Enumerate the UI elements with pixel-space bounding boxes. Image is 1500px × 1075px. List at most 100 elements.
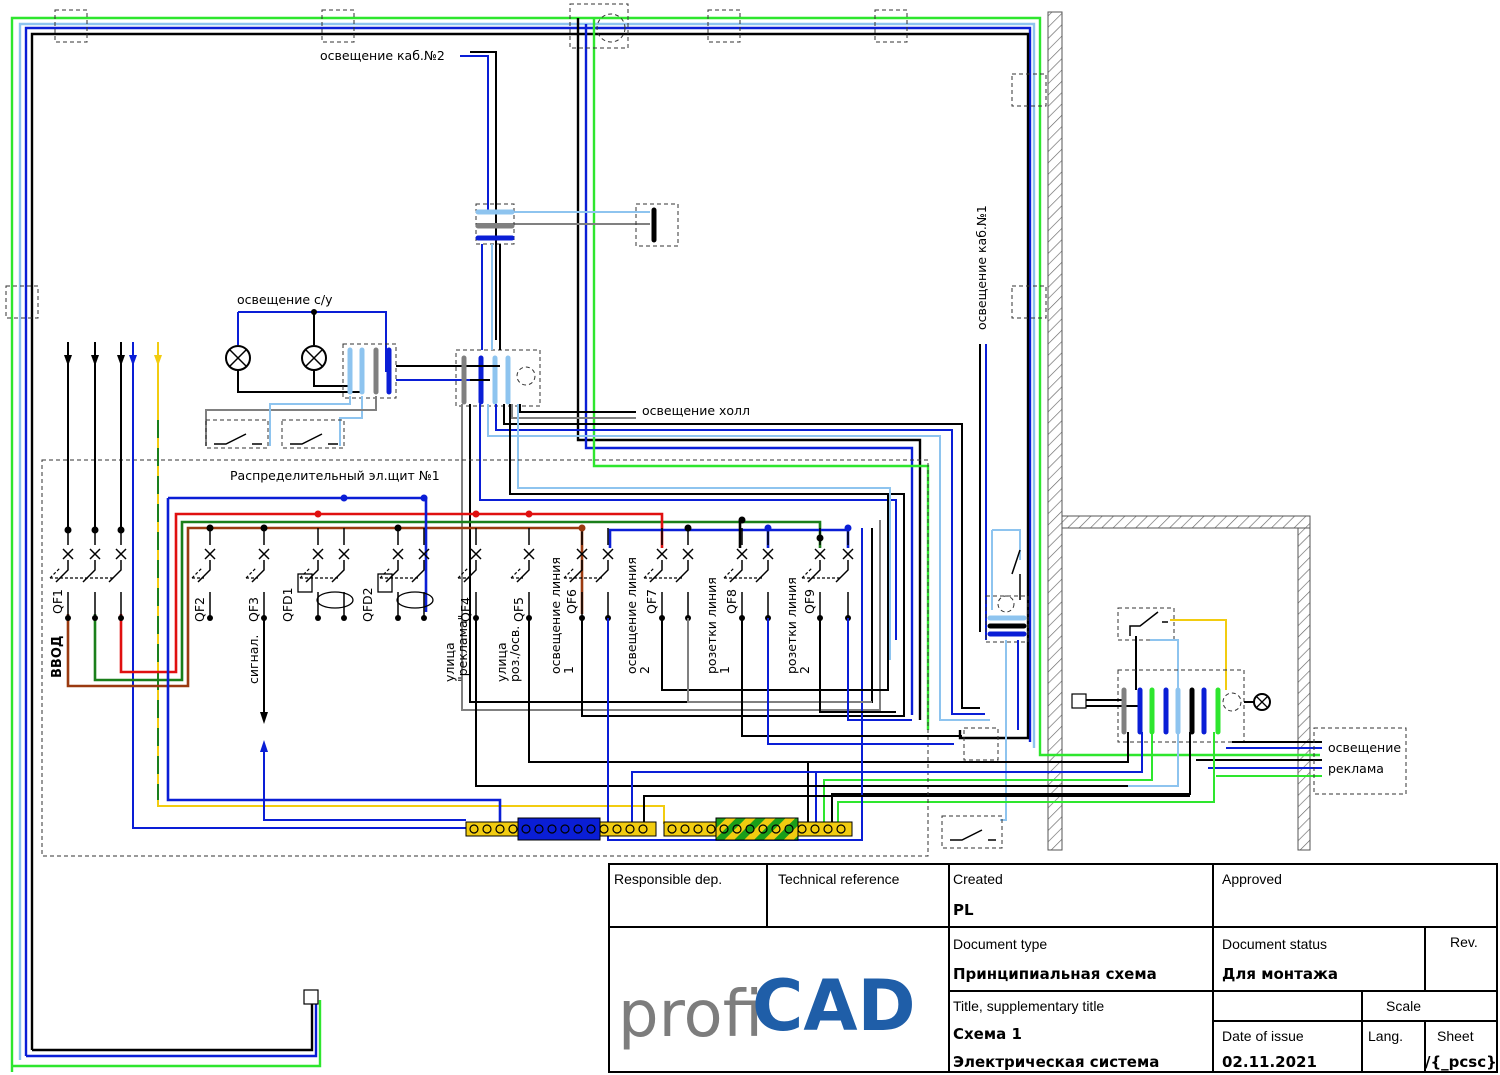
- breaker-desc2-qf6: 1: [561, 666, 576, 674]
- breaker-qf8: [723, 528, 774, 621]
- breaker-desc2-qf9: 2: [797, 666, 812, 674]
- building-walls: [1047, 11, 1311, 851]
- breaker-id-qf6: QF6: [564, 589, 579, 614]
- title-caption: Title, supplementary title: [953, 998, 1104, 1014]
- title-value-2: Электрическая система: [953, 1053, 1159, 1071]
- terminal-screw: [521, 824, 531, 834]
- sheet-value: /{_pcsc}: [1425, 1053, 1497, 1071]
- hall-junction: [455, 244, 990, 721]
- terminal-screw: [797, 824, 807, 834]
- rev-caption: Rev.: [1450, 934, 1478, 950]
- terminal-screw: [573, 824, 583, 834]
- diagram-labels: освещение каб.№2 освещение с/у освещение…: [50, 48, 1401, 776]
- terminal-screw: [680, 824, 690, 834]
- terminal-screw: [625, 824, 635, 834]
- breaker-id-qf7: QF7: [644, 589, 659, 614]
- terminal-screw: [560, 824, 570, 834]
- terminal-screw: [706, 824, 716, 834]
- breaker-desc2-qf8: 1: [717, 666, 732, 674]
- breaker-desc-qf8: розетки линия: [704, 577, 719, 674]
- label-lighting-cab1: освещение каб.№1: [974, 205, 989, 330]
- breaker-id-qf5: QF5: [511, 597, 526, 622]
- breaker-desc2-qf4: "реклама": [455, 615, 470, 682]
- terminal-screw: [784, 824, 794, 834]
- document-status-caption: Document status: [1222, 936, 1327, 952]
- terminal-screw: [758, 824, 768, 834]
- breaker-id-qf9: QF9: [802, 589, 817, 614]
- terminal-screw: [495, 824, 505, 834]
- terminal-screw: [612, 824, 622, 834]
- terminal-screw: [638, 824, 648, 834]
- breaker-id-qf1: QF1: [50, 589, 65, 614]
- terminal-screw: [771, 824, 781, 834]
- breaker-id-qf3: QF3: [246, 597, 261, 622]
- breaker-desc-qf5: улица: [494, 642, 509, 682]
- document-type-value: Принципиальная схема: [953, 965, 1157, 983]
- scale-caption: Scale: [1386, 998, 1421, 1014]
- label-lighting-cab2: освещение каб.№2: [320, 48, 445, 63]
- terminal-screw: [534, 824, 544, 834]
- document-type-caption: Document type: [953, 936, 1047, 952]
- right-room-wiring: [807, 607, 1407, 826]
- terminal-screw: [719, 824, 729, 834]
- breaker-qf9: [801, 528, 854, 621]
- breaker-qfd1: [297, 528, 354, 621]
- terminal-screw: [482, 824, 492, 834]
- title-value-1: Схема 1: [953, 1025, 1022, 1043]
- label-lighting-right: освещение: [1328, 740, 1401, 755]
- bus-junction-dots: [64, 494, 852, 542]
- breaker-stack: [49, 528, 854, 621]
- label-lighting-hall: освещение холл: [642, 403, 750, 418]
- date-value: 02.11.2021: [1222, 1053, 1317, 1071]
- breaker-desc-qf6: освещение линия: [548, 557, 563, 674]
- breaker-desc2-qf5: роз./осв.: [507, 626, 522, 682]
- breaker-desc-qf7: освещение линия: [624, 557, 639, 674]
- created-caption: Created: [953, 871, 1003, 887]
- label-vvod: ВВОД: [50, 636, 65, 678]
- terminal-screw: [823, 824, 833, 834]
- terminal-screw: [732, 824, 742, 834]
- terminal-screw: [508, 824, 518, 834]
- distribution-panel: [41, 459, 929, 857]
- title-block: Responsible dep. Technical reference Cre…: [608, 863, 1498, 1073]
- terminal-screw: [599, 824, 609, 834]
- logo-cad: CAD: [752, 965, 916, 1047]
- terminal-blocks: [465, 817, 853, 841]
- breaker-qfd2: [377, 528, 434, 621]
- breaker-id-qfd2: QFD2: [360, 587, 375, 622]
- document-status-value: Для монтажа: [1222, 965, 1338, 983]
- date-caption: Date of issue: [1222, 1028, 1304, 1044]
- label-panel-title: Распределительный эл.щит №1: [230, 468, 440, 483]
- terminal-screw: [745, 824, 755, 834]
- terminal-screw: [586, 824, 596, 834]
- breaker-desc-qf4: улица: [442, 642, 457, 682]
- lighting-cab2-branch: [460, 51, 679, 340]
- label-advert-right: реклама: [1328, 761, 1384, 776]
- terminal-screw: [810, 824, 820, 834]
- responsible-dep-caption: Responsible dep.: [614, 871, 722, 887]
- junction-boxes: [5, 3, 1047, 761]
- created-value: PL: [953, 901, 974, 919]
- label-lighting-su: освещение с/у: [237, 292, 333, 307]
- lighting-su-branch: [205, 309, 470, 449]
- logo-profi: profi: [618, 978, 763, 1052]
- incoming-feeders: [64, 342, 665, 829]
- terminal-screw: [667, 824, 677, 834]
- outer-cable-loop: [10, 16, 1320, 1072]
- technical-reference-caption: Technical reference: [778, 871, 900, 887]
- breaker-id-qf2: QF2: [192, 597, 207, 622]
- lighting-cab1-branch: [941, 344, 1029, 849]
- breaker-desc2-qf7: 2: [637, 666, 652, 674]
- breaker-desc-qf9: розетки линия: [784, 577, 799, 674]
- sheet-caption: Sheet: [1437, 1028, 1474, 1044]
- lang-caption: Lang.: [1368, 1028, 1403, 1044]
- breaker-id-qfd1: QFD1: [280, 587, 295, 622]
- breaker-id-qf8: QF8: [724, 589, 739, 614]
- breaker-id-qf4: QF4: [458, 597, 473, 622]
- terminal-screw: [693, 824, 703, 834]
- terminal-screw: [836, 824, 846, 834]
- terminal-screw: [469, 824, 479, 834]
- terminal-screw: [547, 824, 557, 834]
